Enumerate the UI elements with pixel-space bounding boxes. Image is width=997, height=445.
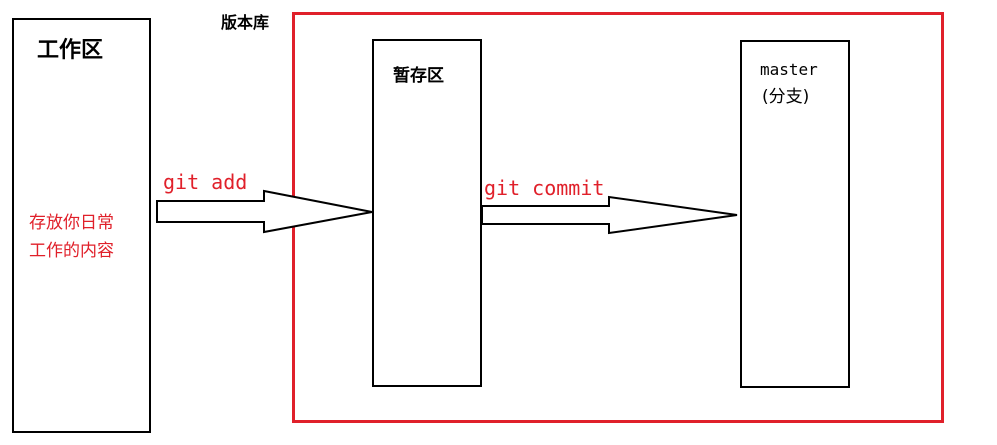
- git-add-arrow: [156, 189, 373, 234]
- working-directory-desc-line1: 存放你日常: [29, 213, 114, 233]
- working-directory-desc-line2: 工作的内容: [29, 241, 114, 261]
- master-branch-title: master: [760, 60, 818, 79]
- working-directory-title: 工作区: [37, 38, 104, 63]
- git-commit-label: git commit: [484, 176, 605, 200]
- staging-area-box: [372, 39, 482, 387]
- staging-area-title: 暂存区: [393, 66, 444, 86]
- working-directory-box: [12, 18, 151, 433]
- master-branch-box: [740, 40, 850, 388]
- git-commit-arrow: [481, 195, 738, 235]
- master-branch-subtitle: (分支): [762, 87, 810, 107]
- git-add-label: git add: [163, 170, 248, 194]
- repository-title: 版本库: [221, 13, 270, 32]
